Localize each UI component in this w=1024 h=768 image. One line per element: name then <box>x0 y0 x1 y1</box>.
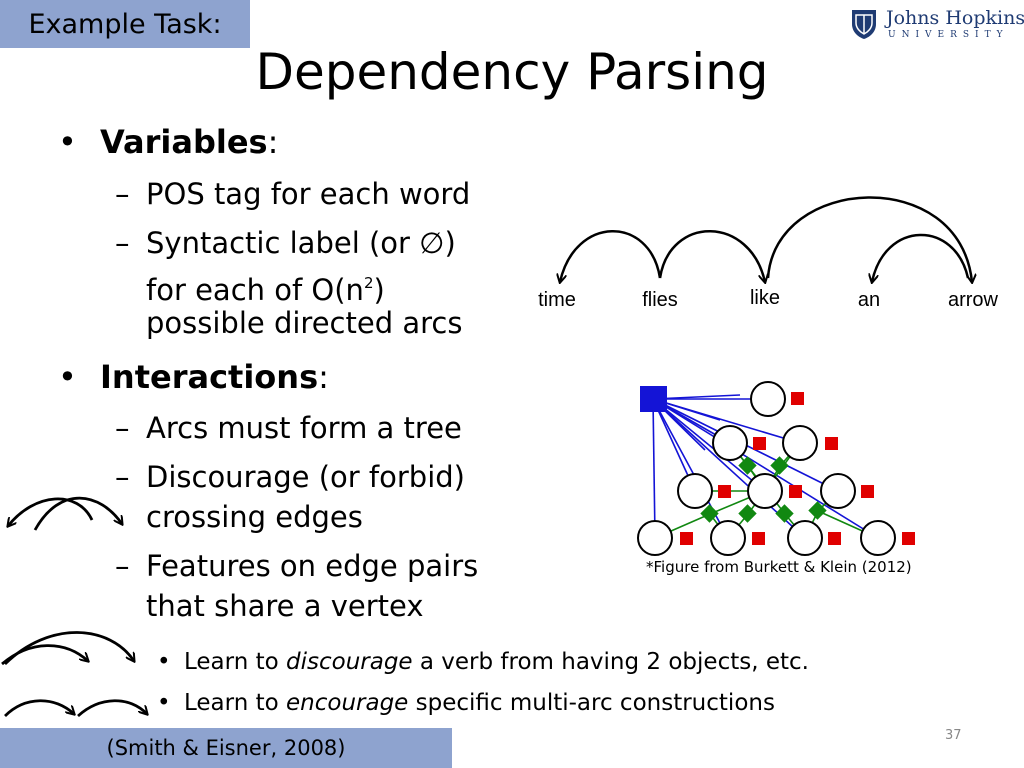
citation-footer: (Smith & Eisner, 2008) <box>0 728 452 768</box>
word-flies: flies <box>642 289 678 311</box>
dependency-tree-diagram: time flies like an arrow <box>538 196 999 311</box>
logo-subtitle: UNIVERSITY <box>888 30 1009 40</box>
sub-syntactic-label-line2: for each of O(n2) <box>146 273 385 307</box>
university-logo: Johns Hopkins UNIVERSITY <box>850 6 1024 42</box>
slide-title: Dependency Parsing <box>255 43 769 101</box>
root-factor <box>640 386 667 412</box>
word-like: like <box>750 287 780 309</box>
sub-syntactic-label-line3: possible directed arcs <box>146 306 463 340</box>
crossing-arcs-illustration <box>0 496 130 531</box>
arc-flies-to-time <box>560 230 662 282</box>
pair-factors <box>700 456 827 523</box>
factor-graph-figure <box>637 381 915 556</box>
shared-vertex-arcs-illustration <box>1 631 140 666</box>
word-arrow: arrow <box>948 289 999 311</box>
example-task-label: Example Task: <box>0 0 250 48</box>
chain-arcs-illustration <box>4 699 150 718</box>
page-number: 37 <box>945 728 962 743</box>
unary-factors <box>680 392 915 545</box>
logo-wordmark: Johns Hopkins <box>886 7 1024 29</box>
sub-features-line2: that share a vertex <box>146 589 424 623</box>
arc-flies-to-like <box>658 230 765 282</box>
shield-icon <box>852 10 876 39</box>
arc-arrow-to-an <box>872 233 970 282</box>
word-time: time <box>538 289 576 311</box>
sub-discourage-line2: crossing edges <box>146 500 363 534</box>
figure-caption: *Figure from Burkett & Klein (2012) <box>646 558 912 576</box>
arc-like-to-arrow <box>766 196 972 282</box>
word-an: an <box>858 289 880 311</box>
variable-nodes <box>637 381 896 556</box>
